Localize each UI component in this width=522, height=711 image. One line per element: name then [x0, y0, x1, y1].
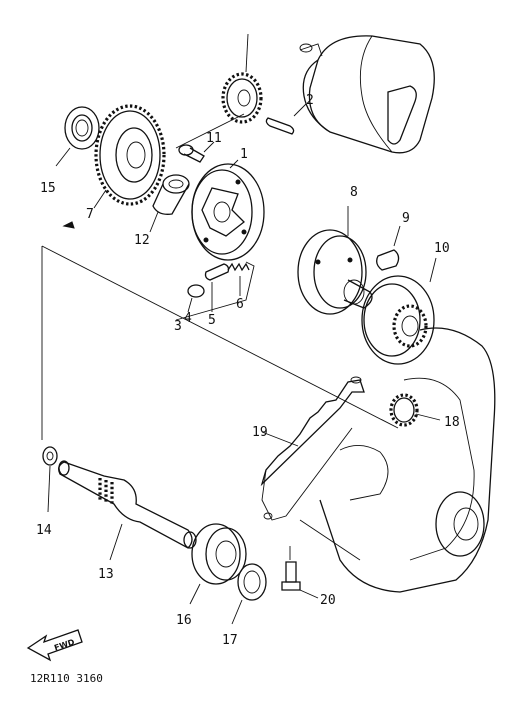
- leader-lines: [41, 113, 399, 440]
- callout-14: 14: [36, 523, 52, 538]
- callout-8: 8: [350, 185, 358, 200]
- bearing-16: [189, 523, 247, 605]
- shaft-13: [58, 460, 197, 561]
- callout-12: 12: [134, 233, 150, 248]
- callout-9: 9: [402, 211, 410, 226]
- spring-6: [227, 262, 250, 296]
- crankcase: [299, 327, 496, 593]
- callout-7: 7: [86, 207, 94, 222]
- bracket-3: [175, 261, 255, 321]
- callout-6: 6: [236, 297, 244, 312]
- small-clip: [62, 221, 75, 229]
- plate-19: [260, 376, 365, 521]
- starter-pinion-gear: [221, 33, 263, 124]
- callout-20: 20: [320, 593, 336, 608]
- callout-5: 5: [208, 313, 216, 328]
- bushing-12: [149, 174, 190, 233]
- callout-13: 13: [98, 567, 114, 582]
- starter-clutch-1: [191, 159, 265, 261]
- bolt-11: [178, 141, 215, 163]
- bearing-15: [55, 106, 100, 167]
- callout-3: 3: [174, 319, 182, 334]
- callout-18: 18: [444, 415, 460, 430]
- forward-arrow-icon: FWD: [26, 629, 83, 662]
- starter-wheel-gear-8: [297, 206, 373, 315]
- roller-4: [187, 284, 205, 313]
- key-9: [376, 225, 401, 271]
- plunger-5: [204, 263, 230, 312]
- callout-19: 19: [252, 425, 268, 440]
- forward-arrow-label: FWD: [53, 637, 76, 652]
- gear-10: [361, 257, 437, 365]
- callout-1: 1: [240, 147, 248, 162]
- callout-17: 17: [222, 633, 238, 648]
- pin-2: [265, 103, 307, 135]
- callout-10: 10: [434, 241, 450, 256]
- seal-14: [42, 446, 58, 513]
- callout-15: 15: [40, 181, 56, 196]
- oil-seal-17: [231, 563, 267, 625]
- callout-16: 16: [176, 613, 192, 628]
- callout-11: 11: [206, 131, 222, 146]
- diagram-reference-code: 12R110 3160: [30, 672, 103, 685]
- callout-2: 2: [306, 93, 314, 108]
- bolt-20: [281, 546, 319, 599]
- starter-motor: [299, 35, 435, 154]
- starter-idler-sprocket-7: [93, 104, 166, 209]
- idle-gear-18: [389, 393, 441, 427]
- callout-4: 4: [184, 311, 192, 326]
